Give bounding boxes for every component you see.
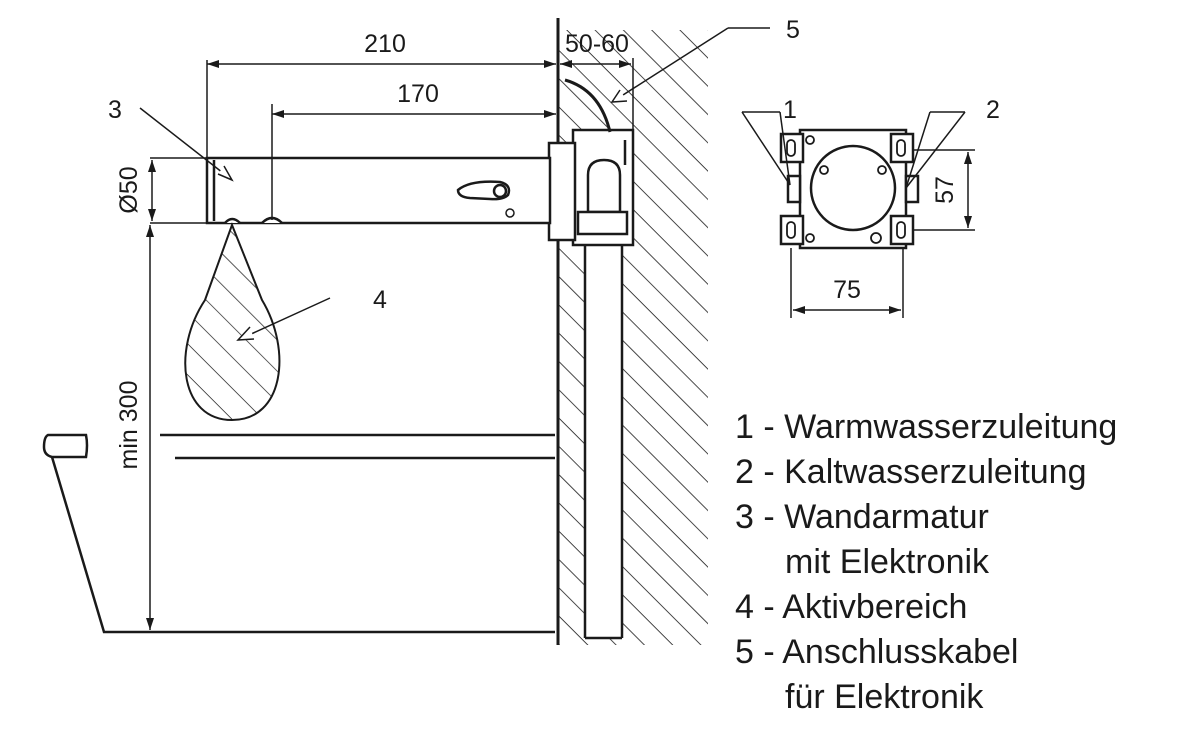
dim-75-label: 75 — [833, 276, 861, 304]
dim-diameter-label: Ø50 — [115, 166, 143, 213]
legend-item-2: 2 - Kaltwasserzuleitung — [735, 453, 1087, 491]
legend: 1 - Warmwasserzuleitung 2 - Kaltwasserzu… — [735, 405, 1117, 720]
faucet-body — [205, 156, 552, 225]
legend-item-5: 5 - Anschlusskabel — [735, 633, 1019, 671]
callout-3: 3 — [108, 96, 122, 124]
dimension-lines — [146, 58, 634, 630]
callout-1: 1 — [783, 96, 797, 124]
dim-min300-label: min 300 — [115, 381, 143, 470]
active-area-drop — [184, 222, 281, 422]
dim-57-label: 57 — [931, 176, 959, 204]
supply-pipe — [583, 238, 624, 640]
plate-dimension-lines — [741, 111, 975, 318]
legend-item-5-continuation: für Elektronik — [785, 678, 984, 716]
leader-lines — [139, 27, 770, 341]
basin — [42, 433, 555, 634]
dim-50-60-label: 50-60 — [565, 30, 629, 58]
legend-item-3: 3 - Wandarmatur — [735, 498, 989, 536]
legend-item-3-continuation: mit Elektronik — [785, 543, 990, 581]
mounting-plate-detail — [779, 128, 920, 250]
wall-box — [547, 128, 635, 247]
connection-cable — [564, 78, 612, 133]
callout-5: 5 — [786, 16, 800, 44]
dim-210-label: 210 — [364, 30, 406, 58]
callout-2: 2 — [986, 96, 1000, 124]
callout-4: 4 — [373, 286, 387, 314]
legend-item-1: 1 - Warmwasserzuleitung — [735, 408, 1118, 446]
dim-170-label: 170 — [397, 80, 439, 108]
legend-item-4: 4 - Aktivbereich — [735, 588, 968, 626]
